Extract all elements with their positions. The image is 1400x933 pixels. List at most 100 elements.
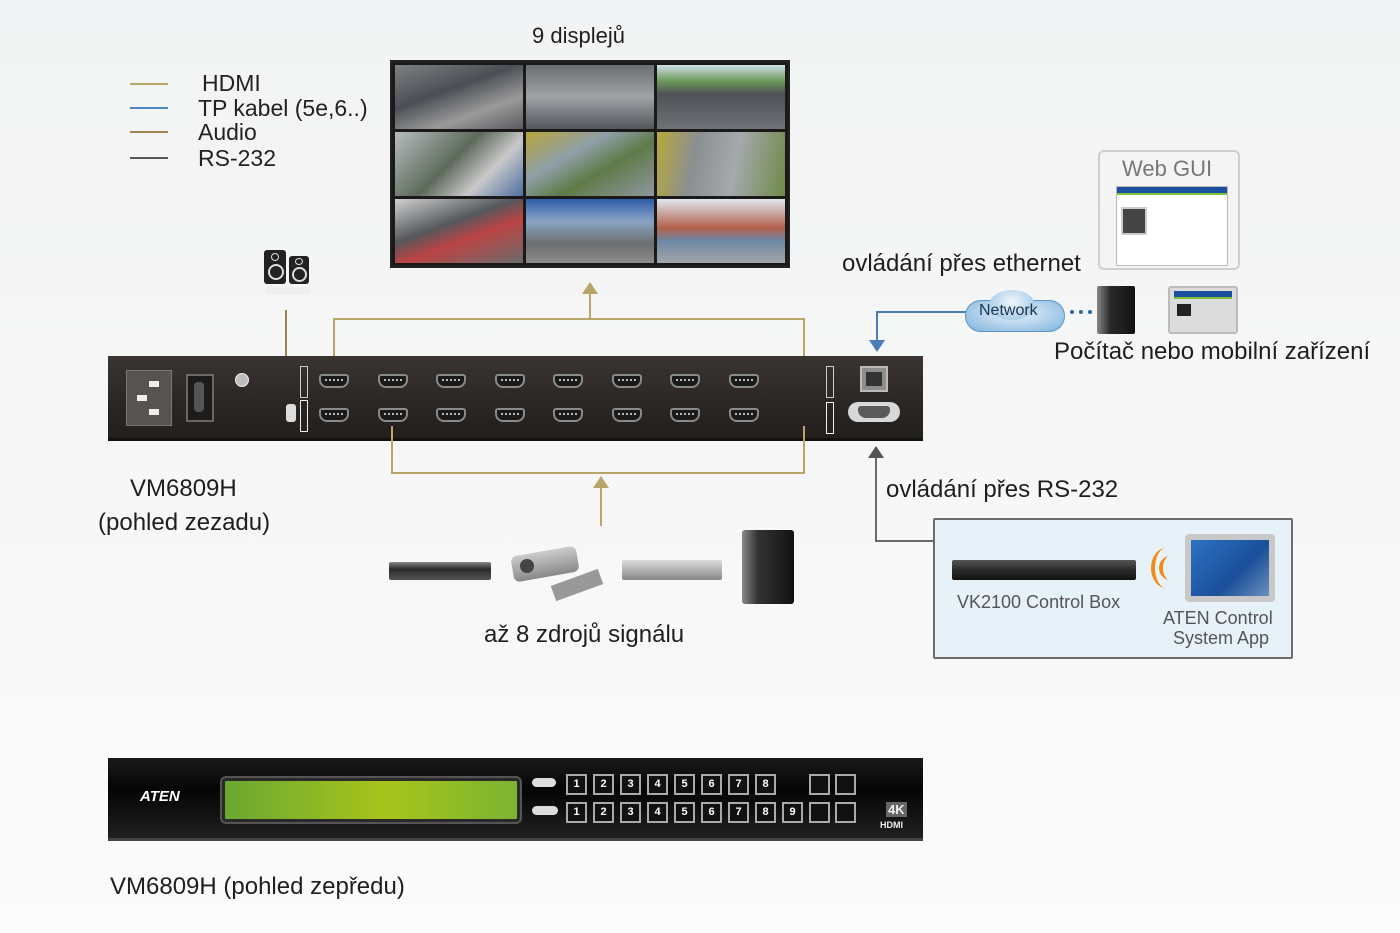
- output-select-button[interactable]: 6: [701, 774, 722, 795]
- lcd-display: [220, 776, 522, 824]
- pc-tower-icon[interactable]: [1097, 286, 1135, 334]
- display-screen: [526, 65, 654, 129]
- arrow-up-icon: [868, 446, 884, 458]
- hdmi-input-port[interactable]: [494, 408, 525, 422]
- mobile-tablet-icon[interactable]: [1168, 286, 1238, 334]
- legend-swatch-rs232: [130, 157, 168, 159]
- rs232-control-panel: VK2100 Control Box ATEN Control System A…: [933, 518, 1293, 659]
- function-button[interactable]: [835, 802, 856, 823]
- function-button[interactable]: [809, 774, 830, 795]
- rs232-line-v: [875, 458, 877, 542]
- usb-port[interactable]: [300, 366, 308, 398]
- input-select-button[interactable]: 4: [647, 802, 668, 823]
- aten-logo: ATEN: [140, 788, 180, 805]
- web-gui-screenshot: [1116, 186, 1228, 266]
- cctv-camera-icon: [510, 545, 604, 605]
- hdmi-input-port[interactable]: [553, 408, 583, 422]
- hdmi-output-port[interactable]: [319, 374, 349, 388]
- rs232-port[interactable]: [848, 402, 900, 422]
- output-tag: [532, 778, 556, 787]
- hdmi-output-port[interactable]: [611, 374, 642, 388]
- web-gui-callout: Web GUI: [1098, 150, 1240, 270]
- display-screen: [657, 65, 785, 129]
- hdmi-output-port[interactable]: [728, 374, 759, 388]
- hdmi-input-port[interactable]: [436, 408, 466, 422]
- display-screen: [657, 199, 785, 263]
- input-select-button[interactable]: 1: [566, 802, 587, 823]
- usb-port[interactable]: [300, 400, 308, 432]
- hdmi-input-port[interactable]: [611, 408, 642, 422]
- audio-jack[interactable]: [286, 404, 296, 422]
- sources-caption: až 8 zdrojů signálu: [484, 621, 685, 648]
- client-label: Počítač nebo mobilní zařízení: [1054, 338, 1371, 365]
- hdmi-input-port[interactable]: [319, 408, 349, 422]
- display-screen: [395, 132, 523, 196]
- hdmi-input-port[interactable]: [670, 408, 700, 422]
- ethernet-control-label: ovládání přes ethernet: [842, 250, 1081, 277]
- usb-port[interactable]: [826, 402, 834, 434]
- input-select-button[interactable]: 5: [674, 802, 695, 823]
- desktop-pc-icon: [742, 530, 794, 604]
- input-select-button[interactable]: 9: [782, 802, 803, 823]
- power-switch[interactable]: [186, 374, 214, 422]
- output-select-button[interactable]: 5: [674, 774, 695, 795]
- hdmi-output-port[interactable]: [436, 374, 466, 388]
- arrow-down-icon: [869, 340, 885, 352]
- web-gui-label: Web GUI: [1122, 156, 1213, 181]
- hdmi-input-port[interactable]: [377, 408, 408, 422]
- function-button[interactable]: [809, 802, 830, 823]
- hdmi-input-line-left: [391, 426, 393, 474]
- legend-label-audio: Audio: [198, 119, 257, 145]
- display-screen: [395, 65, 523, 129]
- input-select-button[interactable]: 3: [620, 802, 641, 823]
- display-screen: [526, 199, 654, 263]
- hdmi-input-port[interactable]: [728, 408, 759, 422]
- rear-model-label: VM6809H: [130, 475, 237, 502]
- legend-swatch-tp: [130, 107, 168, 109]
- legend-swatch-audio: [130, 131, 168, 133]
- dotted-link: [1070, 310, 1092, 314]
- output-select-button[interactable]: 7: [728, 774, 749, 795]
- ground-screw-icon: [235, 373, 249, 387]
- rear-view-label: (pohled zezadu): [98, 509, 271, 536]
- ethernet-port[interactable]: [860, 366, 888, 392]
- hdmi-output-line-left: [333, 318, 335, 368]
- input-tag: [532, 806, 558, 815]
- legend-swatch-hdmi: [130, 83, 168, 85]
- vk2100-label: VK2100 Control Box: [957, 592, 1121, 612]
- output-select-button[interactable]: 8: [755, 774, 776, 795]
- hdmi-output-port[interactable]: [494, 374, 525, 388]
- hdmi-output-port[interactable]: [377, 374, 408, 388]
- rs232-line-h: [875, 540, 935, 542]
- hdmi-output-line-up: [589, 292, 591, 320]
- input-select-button[interactable]: 2: [593, 802, 614, 823]
- input-select-button[interactable]: 6: [701, 802, 722, 823]
- legend-label-tp: TP kabel (5e,6..): [198, 95, 368, 121]
- display-screen: [657, 132, 785, 196]
- network-cloud-icon: Network: [965, 290, 1065, 332]
- display-screen: [526, 132, 654, 196]
- ethernet-line-v: [876, 311, 878, 341]
- hdmi-input-line: [391, 472, 805, 474]
- hdmi-output-port[interactable]: [670, 374, 700, 388]
- arrow-up-icon: [593, 476, 609, 488]
- hdmi-output-port[interactable]: [553, 374, 583, 388]
- output-select-button[interactable]: 4: [647, 774, 668, 795]
- output-select-button[interactable]: 2: [593, 774, 614, 795]
- video-wall: [390, 60, 790, 268]
- input-select-button[interactable]: 7: [728, 802, 749, 823]
- control-app-tablet-icon: [1185, 534, 1275, 602]
- output-select-button[interactable]: 1: [566, 774, 587, 795]
- input-select-button[interactable]: 8: [755, 802, 776, 823]
- 4k-badge: 4K: [886, 802, 907, 817]
- ethernet-line-h: [876, 311, 968, 313]
- function-button[interactable]: [835, 774, 856, 795]
- hdmi-output-line: [333, 318, 805, 320]
- legend-label-hdmi: HDMI: [202, 70, 261, 96]
- hdmi-badge: HDMI: [880, 820, 903, 830]
- output-select-button[interactable]: 3: [620, 774, 641, 795]
- usb-port[interactable]: [826, 366, 834, 398]
- display-screen: [395, 199, 523, 263]
- dvd-player-icon: [389, 562, 491, 580]
